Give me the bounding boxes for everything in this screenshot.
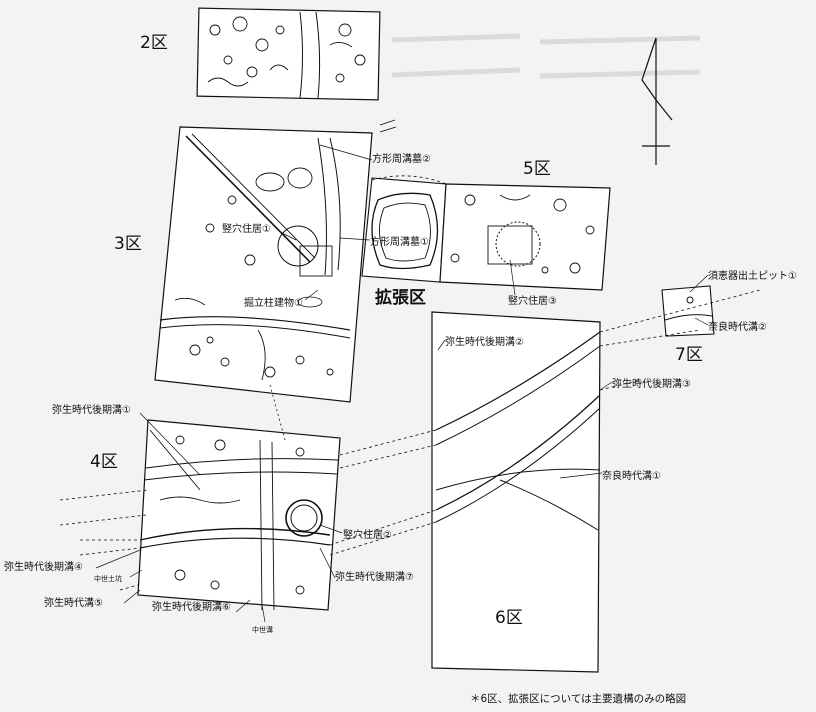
label-yayoi-late-ditch-3: 弥生時代後期溝③ [612, 377, 691, 390]
zone-6-label: 6区 [495, 608, 523, 628]
label-square-moat-tomb-1: 方形周溝墓① [370, 235, 429, 248]
zone-4-label: 4区 [90, 452, 118, 472]
label-yayoi-late-ditch-1: 弥生時代後期溝① [52, 403, 131, 416]
label-yayoi-late-ditch-6: 弥生時代後期溝⑥ [152, 600, 231, 613]
label-pit-dwelling-2: 竪穴住居② [343, 528, 392, 541]
zone-5-label: 5区 [523, 159, 551, 179]
label-yayoi-ditch-5: 弥生時代溝⑤ [44, 596, 103, 609]
zone-3-label: 3区 [114, 234, 142, 254]
label-yayoi-late-ditch-4: 弥生時代後期溝④ [4, 560, 83, 573]
label-yayoi-late-ditch-2: 弥生時代後期溝② [445, 335, 524, 348]
label-nara-ditch-2: 奈良時代溝② [708, 320, 767, 333]
label-medieval-pit: 中世土坑 [94, 574, 122, 583]
label-pit-dwelling-3: 竪穴住居③ [508, 294, 557, 307]
label-medieval-ditch: 中世溝 [252, 625, 273, 634]
label-pit-dwelling-1: 竪穴住居① [222, 222, 271, 235]
north-arrow-icon [641, 37, 673, 165]
zone-3-plan [154, 126, 373, 403]
label-square-moat-tomb-2: 方形周溝墓② [372, 152, 431, 165]
zone-2-plan [196, 7, 381, 101]
zone-7-plan [661, 285, 715, 337]
label-yayoi-late-ditch-7: 弥生時代後期溝⑦ [335, 570, 414, 583]
extension-area-plan [361, 177, 447, 283]
zone-5-plan [439, 183, 611, 291]
zone-7-label: 7区 [675, 345, 703, 365]
map-footnote: ＊6区、拡張区については主要遺構のみの略図 [470, 692, 686, 705]
label-nara-ditch-1: 奈良時代溝① [602, 469, 661, 482]
zone-2-label: 2区 [140, 33, 168, 53]
label-sue-pit-1: 須恵器出土ピット① [708, 269, 797, 282]
zone-4-plan [137, 419, 341, 611]
ditch-lines [59, 119, 761, 591]
bleed-through-marks [391, 33, 701, 79]
zone-6-plan [431, 311, 601, 673]
extension-area-label: 拡張区 [375, 287, 426, 308]
label-pillar-building-1: 掘立柱建物① [244, 296, 303, 309]
leader-lines [95, 144, 709, 623]
